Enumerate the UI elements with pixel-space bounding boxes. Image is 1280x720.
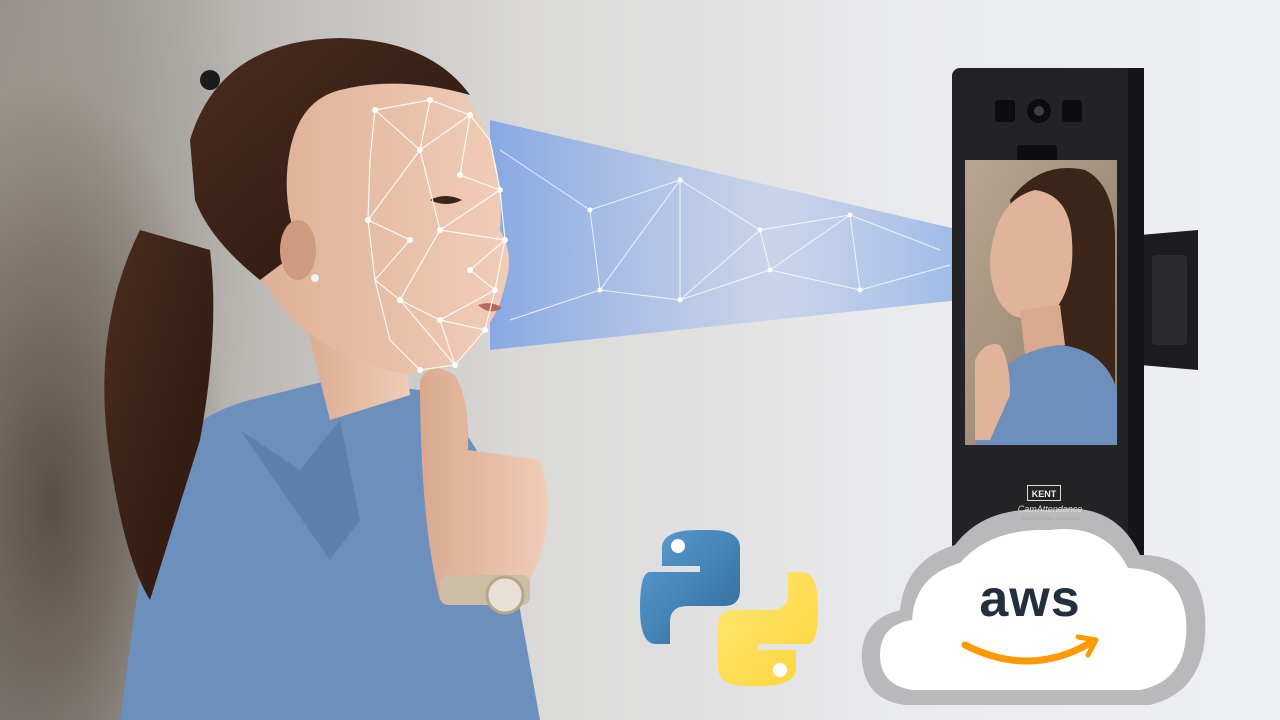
python-logo-icon (640, 530, 818, 686)
scan-beam (490, 120, 960, 350)
device-tagline: Touchless face attendance (1020, 516, 1081, 522)
device-product-label: CamAttendance (1017, 504, 1083, 514)
aws-wordmark: aws (979, 570, 1081, 628)
terminal-screen-portrait (975, 168, 1117, 445)
woman-figure (104, 38, 548, 720)
attendance-terminal (952, 68, 1198, 568)
aws-cloud (861, 508, 1206, 705)
device-brand-label: KENT (1027, 485, 1061, 501)
